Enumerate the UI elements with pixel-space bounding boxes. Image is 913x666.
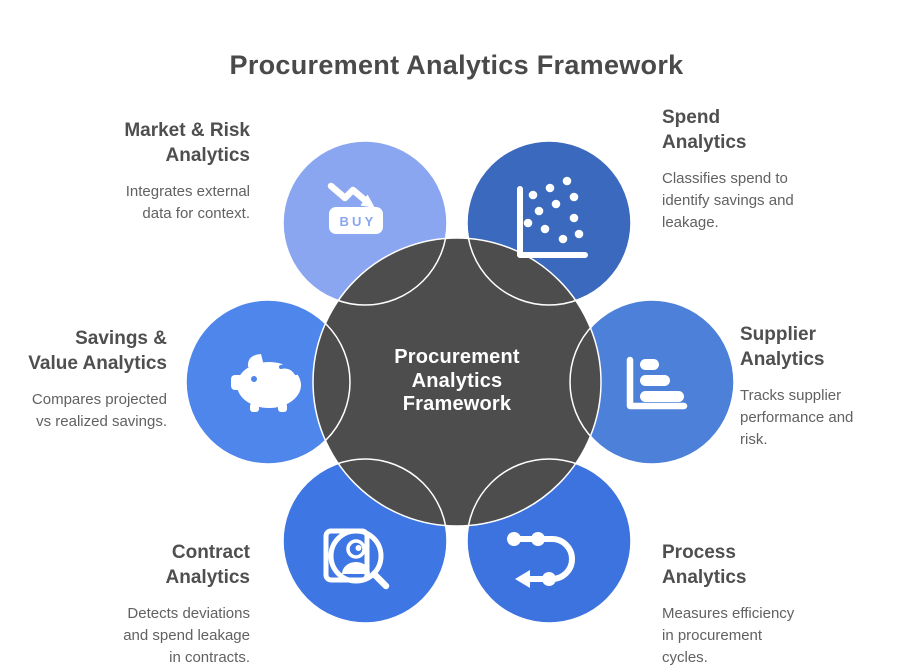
petal-description: Tracks supplier performance and risk.	[740, 385, 853, 451]
petal-description: Integrates external data for context.	[124, 181, 250, 225]
bar-chart-axes	[626, 356, 688, 410]
supplier-label-block: Supplier Analytics Tracks supplier perfo…	[740, 322, 853, 451]
scatter-plot-icon	[517, 176, 588, 258]
person-head-dot	[355, 545, 362, 551]
petal-description-line: leakage.	[662, 214, 719, 231]
supplier-petal-outline	[569, 299, 735, 465]
petal-heading-line: Spend	[662, 107, 721, 128]
petal-description-line: and spend leakage	[123, 627, 250, 644]
market-risk-petal-outline	[282, 140, 448, 306]
piggy-ear	[247, 354, 264, 367]
petal-description-line: vs realized savings.	[36, 413, 167, 430]
petal-description-line: Tracks supplier	[740, 387, 842, 404]
market-risk-label-block: Market & Risk Analytics Integrates exter…	[124, 118, 250, 225]
buy-badge-label: BUY	[339, 214, 376, 229]
bar-chart-bars	[640, 359, 684, 402]
process-flow-icon	[507, 532, 575, 588]
savings-label-block: Savings & Value Analytics Compares proje…	[28, 326, 167, 433]
spend-petal-outline	[466, 140, 632, 306]
petal-description-line: in procurement	[662, 627, 763, 644]
process-flow-path	[511, 536, 575, 582]
center-title-line: Analytics	[411, 369, 503, 392]
piggy-body	[237, 362, 301, 408]
petal-description-line: performance and	[740, 409, 854, 426]
petal-heading-line: Analytics	[165, 567, 250, 588]
petal-description-line: cycles.	[662, 649, 708, 666]
trend-down-line	[327, 182, 370, 205]
piggy-snout	[231, 375, 243, 390]
contract-label-block: Contract Analytics Detects deviations an…	[123, 540, 250, 666]
scatter-axes	[517, 186, 588, 258]
person-head	[346, 539, 366, 559]
piggy-bank-icon	[231, 354, 301, 412]
petal-description-line: Measures efficiency	[662, 605, 795, 622]
petal-description: Measures efficiency in procurement cycle…	[662, 603, 794, 666]
center-title-line: Framework	[402, 393, 512, 415]
petal-description-line: data for context.	[142, 205, 250, 222]
trend-down-buy-icon: BUY	[327, 182, 383, 234]
petal-heading-line: Analytics	[662, 567, 747, 588]
piggy-coin-slot	[279, 364, 298, 375]
petal-description-line: Classifies spend to	[662, 170, 788, 187]
center-title-line: Procurement	[394, 346, 520, 368]
piggy-back-leg	[278, 403, 287, 412]
petal-heading-line: Contract	[171, 542, 250, 563]
petal-outlines	[185, 140, 735, 624]
spend-label-block: Spend Analytics Classifies spend to iden…	[662, 105, 794, 234]
petal-description-line: Compares projected	[31, 391, 167, 408]
savings-petal-outline	[185, 299, 351, 465]
petal-heading-line: Analytics	[740, 349, 825, 370]
petal-description-line: Integrates external	[125, 183, 250, 200]
center-title: Procurement Analytics Framework	[357, 346, 557, 417]
piggy-front-leg	[250, 403, 259, 412]
petal-heading-line: Supplier	[740, 324, 817, 345]
process-label-block: Process Analytics Measures efficiency in…	[662, 540, 794, 666]
petal-heading-line: Savings &	[75, 328, 167, 349]
process-flow-nodes	[507, 532, 556, 586]
contract-search-icon	[323, 528, 390, 590]
page-title: Procurement Analytics Framework	[229, 50, 684, 80]
trend-down-arrowhead	[360, 194, 375, 208]
magnifier-handle	[370, 570, 390, 590]
buy-badge	[329, 207, 383, 234]
bar-chart-icon	[626, 356, 688, 410]
contract-petal-outline	[282, 458, 448, 624]
process-petal-outline	[466, 458, 632, 624]
petal-description-line: in contracts.	[169, 649, 250, 666]
petal-heading-line: Value Analytics	[28, 353, 167, 374]
petal-description-line: identify savings and	[662, 192, 794, 209]
piggy-eye	[251, 376, 257, 382]
petal-description: Classifies spend to identify savings and…	[662, 168, 794, 234]
person-body	[342, 562, 370, 574]
center-circle	[312, 237, 602, 527]
petal-heading-line: Process	[662, 542, 736, 563]
petal-description: Detects deviations and spend leakage in …	[123, 603, 250, 666]
petal-heading-line: Analytics	[165, 145, 250, 166]
process-flow-arrowhead	[515, 570, 530, 588]
petal-heading-line: Analytics	[662, 132, 747, 153]
petal-description-line: risk.	[740, 431, 768, 448]
petal-description: Compares projected vs realized savings.	[28, 389, 167, 433]
petal-description-line: Detects deviations	[127, 605, 250, 622]
magnifier-lens	[328, 528, 384, 584]
petal-heading-line: Market & Risk	[124, 120, 250, 141]
scatter-dots	[523, 176, 584, 244]
